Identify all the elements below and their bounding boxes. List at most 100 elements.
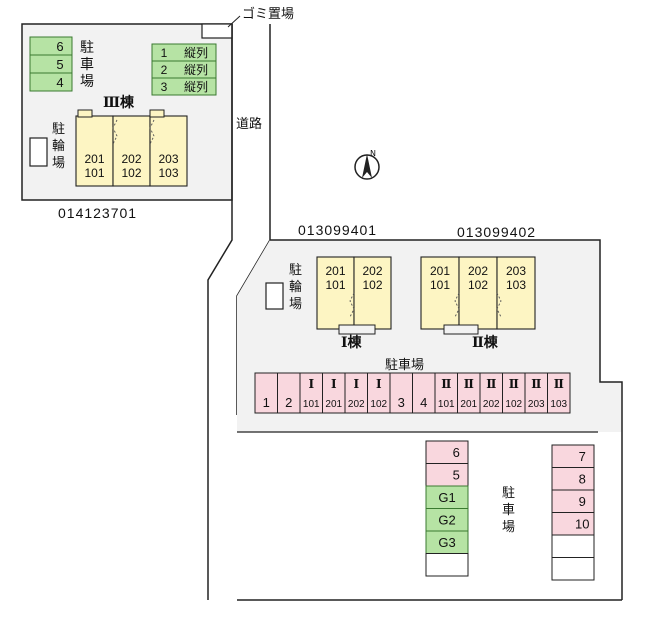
parking-label-left-2: 車	[80, 56, 94, 73]
stair-mark	[112, 119, 118, 145]
entrance-notch	[443, 324, 479, 335]
bicycle-label-r-3: 場	[289, 297, 302, 312]
row-parking-number: 202	[348, 399, 365, 410]
bldg1-upper-label: 201	[325, 264, 345, 278]
bldg2-lower-label: 102	[468, 278, 488, 292]
row-parking-number: 2	[285, 395, 292, 410]
lot-number-bldg2: 013099402	[457, 224, 536, 240]
column-parking-label: G3	[438, 535, 455, 550]
row-parking-number: 3	[398, 395, 405, 410]
row-parking-space	[547, 372, 571, 414]
column-parking-label: 5	[453, 468, 460, 483]
lot-number-top-left: 014123701	[58, 205, 137, 221]
row-parking-number: 1	[263, 395, 270, 410]
tandem-space-text: 縦列	[184, 46, 208, 60]
bldg1-lower-label: 101	[325, 278, 345, 292]
bicycle-label-tl-2: 輪	[52, 138, 65, 154]
row-parking-number: 4	[420, 395, 427, 410]
row-parking-number: 201	[325, 399, 342, 410]
column-parking-space	[425, 440, 469, 464]
bldg1-name: Ⅰ棟	[341, 334, 363, 351]
bldg3-unit	[149, 115, 188, 187]
bldg2-upper-label: 202	[468, 264, 488, 278]
parking-space-tl-label: 5	[56, 57, 63, 72]
bldg3-lower-label: 102	[121, 166, 141, 180]
bldg3-name: Ⅲ棟	[103, 94, 135, 111]
bldg1-upper-label: 202	[362, 264, 382, 278]
bldg3-upper-label: 202	[121, 152, 141, 166]
parking-label-right-3: 場	[502, 520, 515, 535]
tandem-space-3	[151, 77, 217, 96]
bldg2-unit	[458, 256, 498, 330]
parking-label-right-1: 駐	[502, 486, 515, 501]
row-parking-building: Ⅱ	[509, 377, 519, 391]
bicycle-shed-right	[265, 282, 284, 310]
bldg3-unit	[112, 115, 151, 187]
row-parking-number: 102	[505, 399, 522, 410]
bldg3-lower-label: 101	[84, 166, 104, 180]
column-parking-space	[425, 463, 469, 487]
column-parking-space	[551, 489, 595, 513]
entrance-notch	[149, 109, 165, 118]
garbage-label: ゴミ置場	[242, 6, 294, 22]
row-parking-number: 101	[438, 399, 455, 410]
stair-mark	[349, 292, 355, 318]
column-parking-label: 8	[579, 472, 586, 487]
parking-space-tl-6	[29, 36, 73, 56]
row-parking-building: Ⅱ	[486, 377, 496, 391]
parking-label-left-3: 場	[80, 74, 94, 90]
bicycle-label-tl-3: 場	[52, 156, 65, 171]
entrance-notch	[77, 109, 93, 118]
bldg2-lower-label: 101	[430, 278, 450, 292]
bldg2-upper-label: 203	[506, 264, 526, 278]
column-parking-label: G1	[438, 490, 455, 505]
column-parking-space	[551, 444, 595, 468]
parking-label-mid: 駐車場	[385, 358, 424, 373]
row-parking-number: 101	[303, 399, 320, 410]
bldg3-lower-label: 103	[158, 166, 178, 180]
row-parking-building: Ⅱ	[531, 377, 541, 391]
parking-label-left-1: 駐	[80, 40, 94, 56]
column-parking-space	[551, 557, 595, 581]
row-parking-building: Ⅰ	[308, 377, 314, 391]
bldg3-upper-label: 201	[84, 152, 104, 166]
column-parking-space	[425, 553, 469, 577]
bldg2-unit	[496, 256, 536, 330]
stair-mark	[149, 119, 155, 145]
bicycle-label-r-1: 駐	[289, 263, 302, 278]
tandem-space-number: 2	[161, 63, 168, 77]
bldg3-upper-label: 203	[158, 152, 178, 166]
lot-lower-right-edge	[270, 239, 623, 600]
row-parking-building: Ⅱ	[464, 377, 474, 391]
road-edge-left	[207, 24, 233, 600]
bldg2-upper-label: 201	[430, 264, 450, 278]
bldg3-unit	[75, 115, 114, 187]
tandem-space-text: 縦列	[184, 63, 208, 77]
parking-space-tl-4	[29, 72, 73, 92]
tandem-space-number: 1	[161, 46, 168, 60]
lot-number-bldg1: 013099401	[298, 222, 377, 238]
tandem-space-text: 縦列	[184, 80, 208, 94]
bicycle-label-tl-1: 駐	[52, 122, 65, 137]
row-parking-number: 203	[528, 399, 545, 410]
tandem-space-number: 3	[161, 80, 168, 94]
entrance-notch	[338, 324, 376, 335]
row-parking-building: Ⅱ	[554, 377, 564, 391]
parking-space-tl-label: 6	[56, 39, 63, 54]
road-label: 道路	[236, 116, 262, 132]
row-parking-building: Ⅰ	[376, 377, 382, 391]
parking-space-tl-5	[29, 54, 73, 74]
bldg2-lower-label: 103	[506, 278, 526, 292]
svg-text:N: N	[370, 149, 376, 158]
column-parking-label: 10	[575, 517, 589, 532]
bldg2-name: Ⅱ棟	[472, 334, 499, 351]
column-parking-label: G2	[438, 513, 455, 528]
row-parking-building: Ⅰ	[353, 377, 359, 391]
